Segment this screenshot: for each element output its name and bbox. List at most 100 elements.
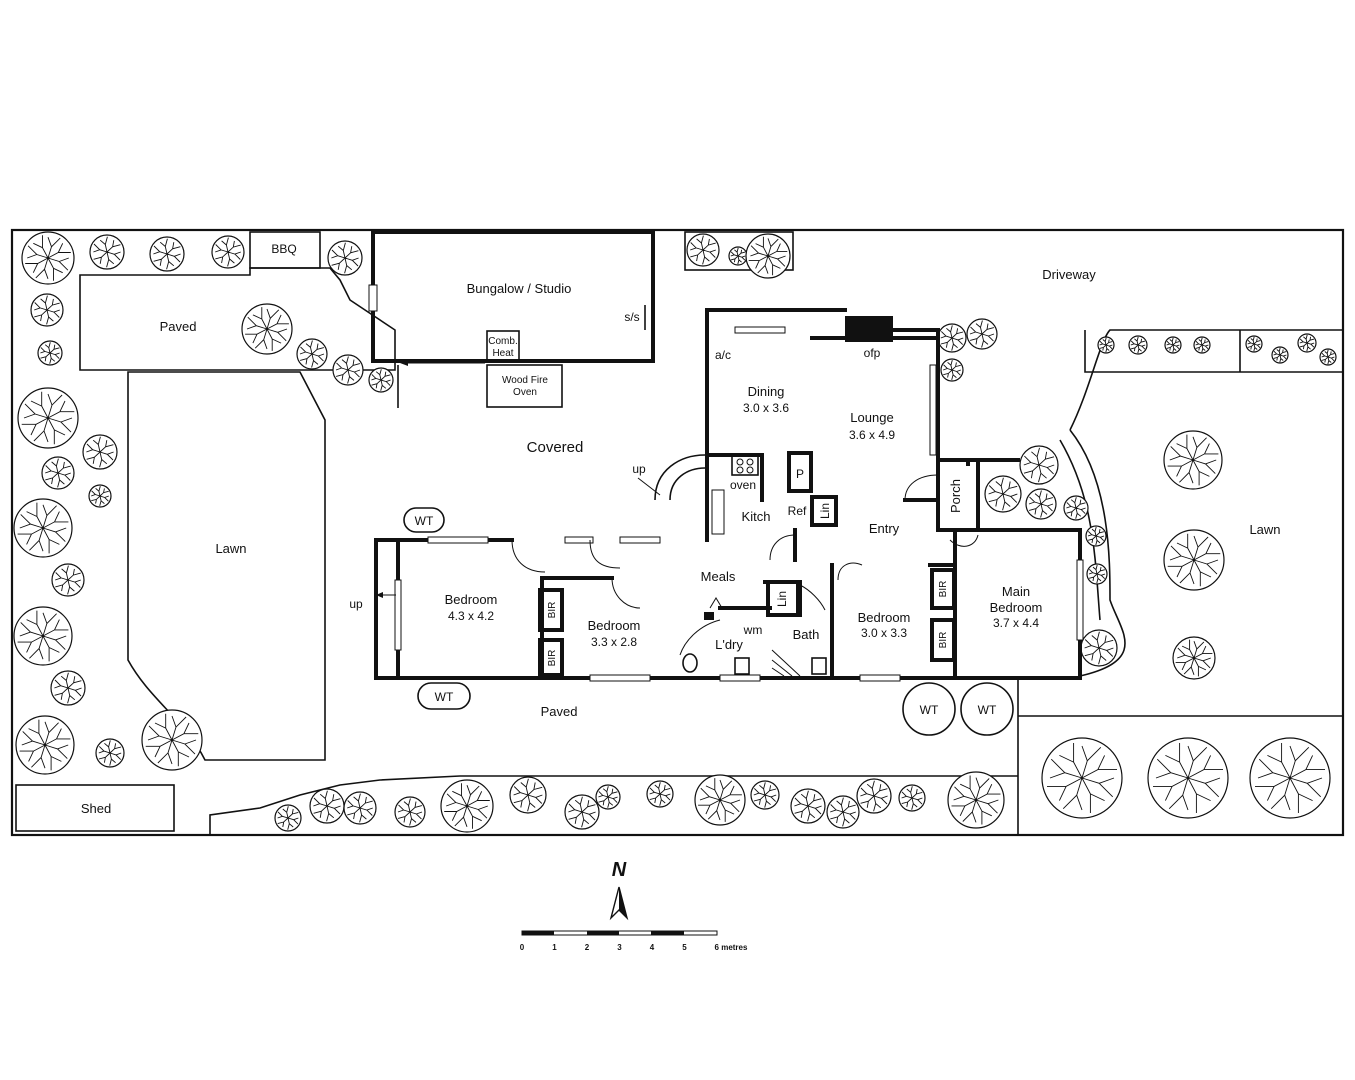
tree-icon [241, 303, 293, 355]
tree-icon [1163, 430, 1223, 490]
tree-icon [1297, 333, 1317, 353]
scale-tick-label: 1 [552, 943, 557, 952]
label-dining: Dining [748, 384, 785, 399]
label-ref: Ref [788, 504, 807, 518]
label-bir-1: BIR [547, 602, 558, 619]
scale-tick-label: 5 [682, 943, 687, 952]
label-lawn-east: Lawn [1249, 522, 1280, 537]
label-pantry: P [796, 467, 804, 481]
tree-icon [686, 233, 720, 267]
tree-icon [966, 318, 998, 350]
label-bungalow: Bungalow / Studio [467, 281, 572, 296]
fixtures [376, 454, 979, 677]
tree-icon [856, 778, 892, 814]
tree-icon [274, 804, 302, 832]
bungalow-window [368, 284, 378, 312]
tree-icon [898, 784, 926, 812]
label-main-bed-1: Main [1002, 584, 1030, 599]
label-dining-size: 3.0 x 3.6 [743, 401, 789, 415]
tree-icon [332, 354, 364, 386]
label-driveway: Driveway [1042, 267, 1096, 282]
tree-icon [1019, 445, 1059, 485]
tree-icon [1163, 529, 1225, 591]
label-bed1: Bedroom [445, 592, 498, 607]
scale-tick-label: 2 [585, 943, 590, 952]
tree-icon [509, 776, 547, 814]
label-wm: wm [743, 623, 763, 637]
tree-icon [17, 387, 79, 449]
tree-icon [21, 231, 75, 285]
label-wt-1: WT [415, 514, 434, 528]
label-lounge-size: 3.6 x 4.9 [849, 428, 895, 442]
tree-icon [1147, 737, 1229, 819]
label-main-bed-2: Bedroom [990, 600, 1043, 615]
label-bed2: Bedroom [588, 618, 641, 633]
tree-icon [50, 670, 86, 706]
scale-tick-label: 6 metres [715, 943, 748, 952]
tree-icon [937, 323, 967, 353]
tree-icon [1319, 348, 1337, 366]
north-label: N [612, 859, 627, 881]
label-ofp: ofp [864, 346, 881, 360]
bbq-box [249, 231, 321, 269]
label-wt-4: WT [978, 703, 997, 717]
tree-icon [41, 456, 75, 490]
label-lawn-west: Lawn [215, 541, 246, 556]
label-comb-1: Comb. [488, 336, 517, 347]
label-oven-2: Oven [513, 387, 537, 398]
tree-icon [51, 563, 85, 597]
tree-icon [211, 235, 245, 269]
tree-icon [595, 784, 621, 810]
tree-icon [1063, 495, 1089, 521]
label-shed: Shed [81, 801, 111, 816]
east-lawn-outline [1069, 329, 1343, 431]
tree-icon [13, 498, 73, 558]
tree-icon [368, 367, 394, 393]
tree-icon [984, 475, 1022, 513]
tree-icon [394, 796, 426, 828]
label-bath: Bath [793, 627, 820, 642]
tree-icon [440, 779, 494, 833]
north-arrow: N [609, 859, 629, 921]
tree-icon [1128, 335, 1148, 355]
tree-icon [940, 358, 964, 382]
tree-icon [88, 484, 112, 508]
label-lounge: Lounge [850, 410, 893, 425]
label-paved-south: Paved [541, 704, 578, 719]
tree-icon [1172, 636, 1216, 680]
label-wt-3: WT [920, 703, 939, 717]
label-ldry: L'dry [715, 637, 743, 652]
tree-icon [750, 780, 780, 810]
windows [394, 326, 1084, 682]
combustion-heater [486, 330, 520, 362]
site-boundary [10, 228, 1345, 837]
tree-icon [296, 338, 328, 370]
label-meals: Meals [701, 569, 736, 584]
tree-icon [13, 606, 73, 666]
label-ac: a/c [715, 348, 731, 362]
wood-fire-oven [486, 364, 563, 408]
tree-icon [646, 780, 674, 808]
lawn-west-outline [127, 371, 326, 761]
tree-icon [37, 340, 63, 366]
scale-tick-label: 3 [617, 943, 622, 952]
label-bed1-size: 4.3 x 4.2 [448, 609, 494, 623]
shed-box [15, 784, 175, 832]
tree-icon [564, 794, 600, 830]
tree-icon [1025, 488, 1057, 520]
label-main-bed-size: 3.7 x 4.4 [993, 616, 1039, 630]
tree-icon [1245, 335, 1263, 353]
garden-bed-north [684, 231, 794, 271]
tree-icon [1164, 336, 1182, 354]
label-bir-4: BIR [938, 632, 949, 649]
tree-icon [327, 240, 363, 276]
tree-icon [1041, 737, 1123, 819]
tree-icon [89, 234, 125, 270]
label-wt-2: WT [435, 690, 454, 704]
tree-icon [82, 434, 118, 470]
label-comb-2: Heat [492, 348, 513, 359]
label-oven: oven [730, 478, 756, 492]
water-tanks [403, 462, 1014, 736]
label-bir-3: BIR [938, 581, 949, 598]
